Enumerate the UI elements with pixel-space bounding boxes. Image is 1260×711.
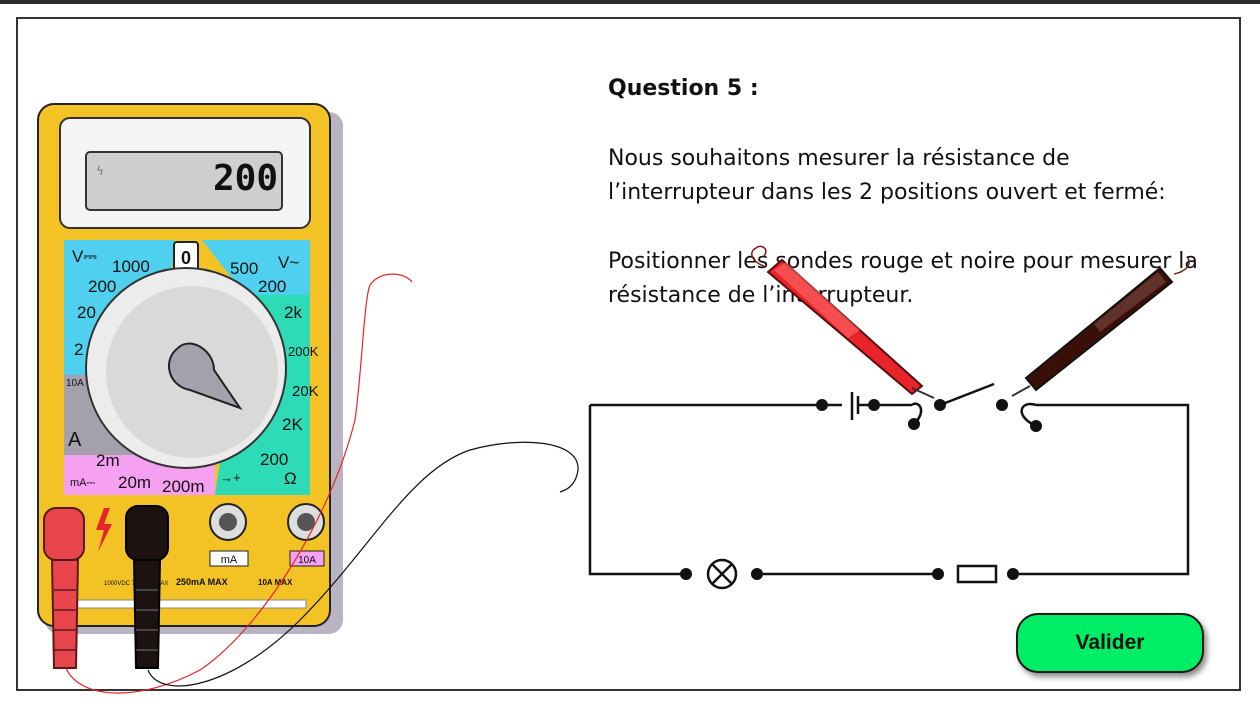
switch-terminal-left[interactable] — [934, 399, 946, 411]
label-r20k: 20K — [292, 383, 319, 400]
black-lead-plug[interactable] — [125, 505, 169, 669]
label-vac: V~ — [278, 253, 299, 272]
label-diode: →+ — [220, 470, 241, 485]
warning-ma: 250mA MAX — [176, 577, 228, 587]
label-v2: 2 — [74, 340, 83, 359]
lcd-screen — [85, 151, 283, 211]
switch-terminal-right[interactable] — [996, 399, 1008, 411]
circuit-nodes — [680, 399, 1042, 580]
label-a: A — [68, 429, 82, 451]
label-m20: 20m — [118, 473, 151, 492]
label-v1000: 1000 — [112, 257, 150, 276]
lcd-reading: 200 — [213, 158, 278, 199]
battery-symbol — [822, 392, 874, 420]
red-lead-plug[interactable] — [43, 507, 85, 669]
red-probe[interactable] — [751, 245, 935, 399]
black-probe[interactable] — [1011, 257, 1190, 397]
label-m2: 2m — [96, 451, 120, 470]
label-r200: 200 — [260, 450, 288, 469]
question-instruction: Positionner les sondes rouge et noire po… — [608, 249, 1198, 308]
label-a10: 10A — [66, 378, 84, 389]
dial-pointer[interactable] — [168, 342, 243, 410]
high-voltage-icon — [96, 508, 112, 552]
circuit-diagram — [588, 382, 1190, 590]
label-r200k: 200K — [288, 344, 319, 359]
lcd-battery-icon: ϟ — [96, 164, 104, 178]
label-v200: 200 — [88, 277, 116, 296]
label-r2k: 2K — [282, 415, 303, 434]
label-r2k-small: 2k — [284, 303, 302, 322]
dial-off-label: 0 — [181, 248, 191, 268]
circuit-wire-left — [588, 405, 686, 576]
label-m200: 200m — [162, 477, 205, 496]
resistor-symbol — [956, 564, 998, 584]
circuit-wire-right — [1013, 403, 1190, 576]
multimeter: 200 ϟ V⎓ 1000 200 20 2 500 V~ 200 2k 200… — [37, 103, 343, 669]
label-vac200: 200 — [258, 277, 286, 296]
label-v20: 20 — [77, 303, 96, 322]
label-vdc: V⎓ — [72, 247, 97, 266]
label-vac500: 500 — [230, 259, 258, 278]
jack-10a-label: 10A — [298, 555, 316, 566]
black-probe-wire — [147, 441, 579, 687]
question-statement: Nous souhaitons mesurer la résistance de… — [608, 146, 1166, 205]
meter-bottom-strip — [69, 599, 307, 609]
validate-button[interactable]: Valider — [1016, 613, 1204, 673]
question-title: Question 5 : — [608, 76, 759, 101]
window-top-border — [0, 0, 1260, 4]
switch-lever — [939, 382, 995, 407]
zone-vac — [202, 240, 310, 295]
label-ma-dc: mA⎓ — [70, 477, 96, 489]
warning-10a: 10A MAX — [258, 578, 293, 587]
red-probe-wire — [65, 273, 413, 694]
jack-ma-label: mA — [221, 554, 238, 566]
label-ohm: Ω — [284, 469, 297, 488]
